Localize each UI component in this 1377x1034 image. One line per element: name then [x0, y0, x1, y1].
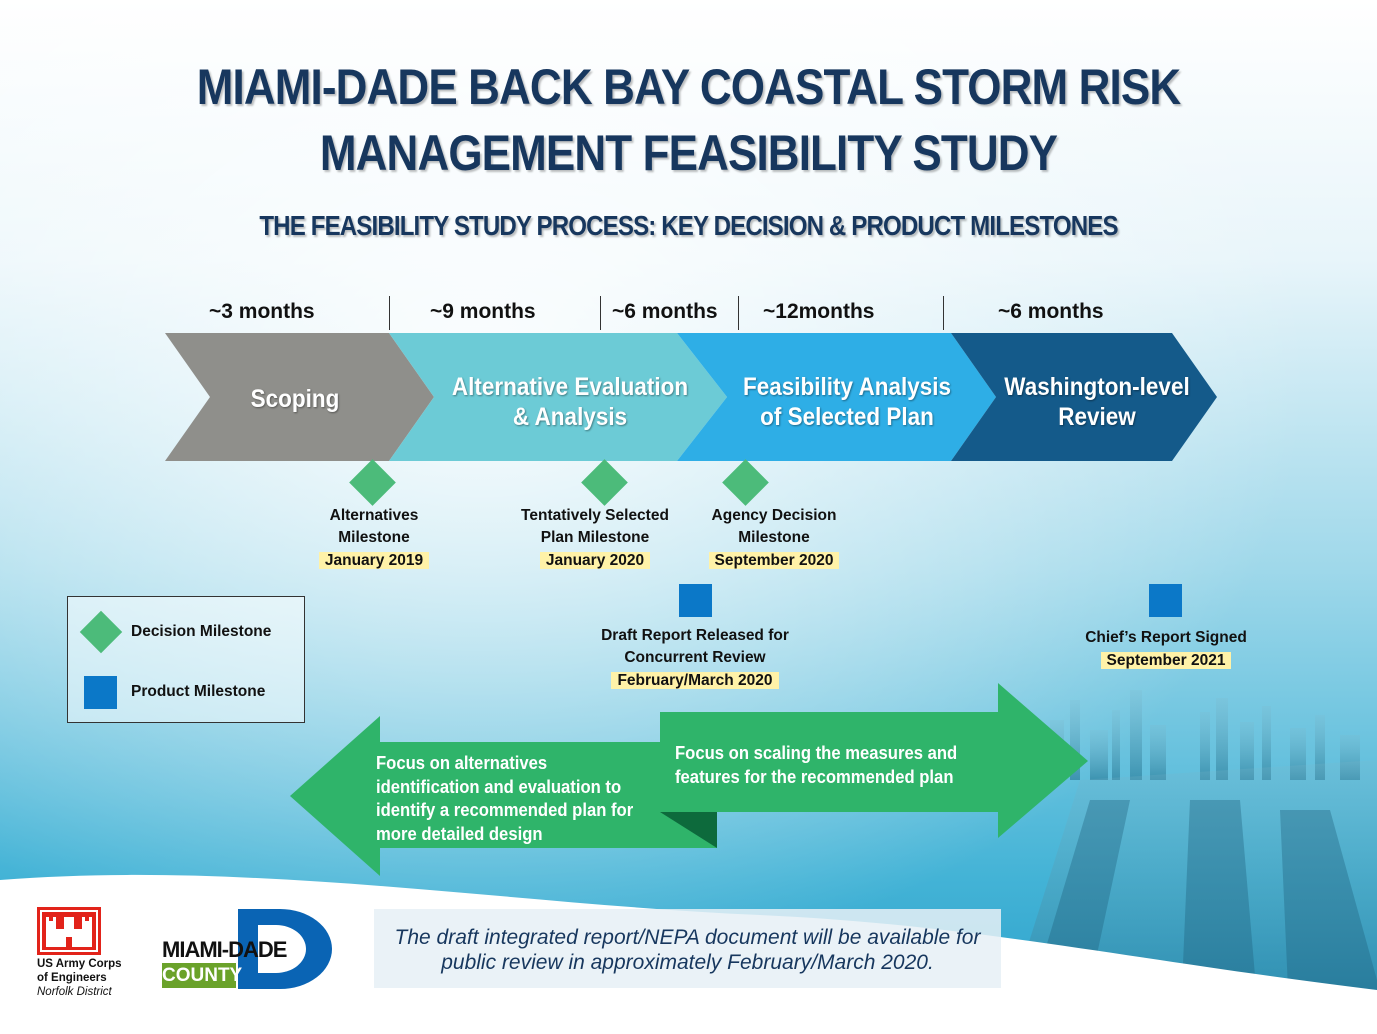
duration-separator	[389, 296, 390, 330]
miami-dade-d-logo	[238, 909, 332, 989]
duration-alternative: ~9 months	[430, 300, 536, 323]
note-line-2: public review in approximately February/…	[441, 951, 934, 974]
legend: Decision Milestone Product Milestone	[67, 596, 305, 723]
product-square-draft	[679, 584, 712, 617]
milestone-date: January 2020	[539, 552, 651, 569]
decision-diamond-tsp	[581, 459, 628, 506]
milestone-alternatives: Alternatives Milestone January 2019	[292, 505, 456, 573]
chevron-feasibility	[677, 333, 996, 461]
note-line-1: The draft integrated report/NEPA documen…	[394, 926, 981, 949]
milestone-chiefs-report: Chief’s Report Signed September 2021	[1085, 629, 1247, 669]
legend-diamond-icon	[79, 610, 123, 654]
milestone-date: February/March 2020	[611, 672, 779, 689]
note-box: The draft integrated report/NEPA documen…	[374, 909, 1001, 988]
product-square-chief	[1149, 584, 1182, 617]
usace-castle-logo	[37, 907, 101, 955]
chevron-alternative	[389, 333, 727, 461]
subtitle: THE FEASIBILITY STUDY PROCESS: KEY DECIS…	[259, 210, 1118, 241]
legend-product-label: Product Milestone	[131, 683, 266, 700]
right-focus-arrow	[660, 683, 1088, 838]
phase-scoping-label: Scoping	[250, 385, 340, 413]
legend-square-icon	[84, 676, 117, 709]
decision-diamond-agency	[722, 459, 769, 506]
milestone-tsp: Tentatively Selected Plan Milestone Janu…	[521, 507, 669, 569]
right-arrow-text: Focus on scaling the measures and featur…	[675, 742, 958, 787]
arrow-fold-shadow	[660, 812, 717, 848]
title-line-1: MIAMI-DADE BACK BAY COASTAL STORM RISK	[196, 59, 1181, 115]
miami-dade-wordmark: MIAMI-DADE	[162, 937, 287, 962]
decision-diamond-alternatives	[349, 459, 396, 506]
milestone-date: January 2019	[318, 552, 430, 569]
duration-scoping: ~3 months	[209, 300, 315, 323]
duration-separator	[600, 296, 601, 330]
phase-alternative-label: Alternative Evaluation& Analysis	[451, 373, 689, 431]
milestone-date: September 2020	[708, 552, 840, 569]
chevron-washington	[951, 333, 1217, 461]
title-line-2: MANAGEMENT FEASIBILITY STUDY	[319, 125, 1058, 181]
duration-separator	[943, 296, 944, 330]
milestone-agency: Agency Decision Milestone September 2020	[684, 505, 864, 573]
duration-separator	[738, 296, 739, 330]
usace-text: US Army Corps of Engineers Norfolk Distr…	[37, 958, 122, 998]
duration-washington: ~6 months	[998, 300, 1104, 323]
duration-tsp: ~6 months	[612, 300, 718, 323]
duration-feasibility: ~12months	[763, 300, 875, 323]
left-arrow-text: Focus on alternatives identification and…	[376, 752, 634, 844]
legend-decision-label: Decision Milestone	[131, 623, 272, 640]
chevron-scoping	[165, 333, 434, 461]
left-focus-arrow	[290, 716, 717, 876]
milestone-date: September 2021	[1100, 652, 1232, 669]
milestone-draft-report: Draft Report Released for Concurrent Rev…	[601, 627, 789, 689]
county-badge: COUNTY	[162, 963, 243, 988]
